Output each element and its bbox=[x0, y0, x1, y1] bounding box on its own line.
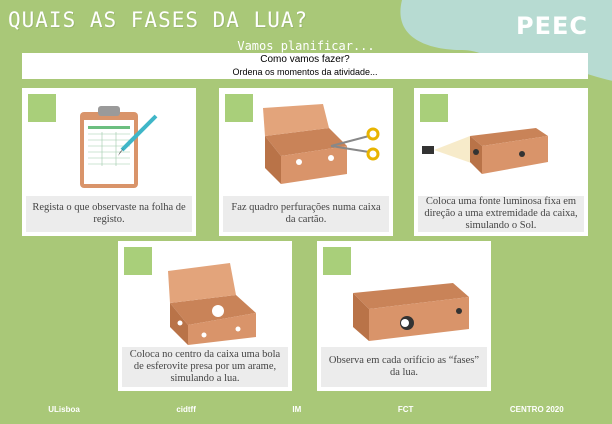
activity-caption: Observa em cada orifício as “fases” da l… bbox=[321, 347, 487, 387]
centro2020-logo: CENTRO 2020 bbox=[509, 404, 564, 414]
footer-logos: ULisboa cidtff IM FCT CENTRO 2020 bbox=[0, 394, 612, 424]
info-question: Como vamos fazer? bbox=[260, 54, 350, 65]
im-logo: IM bbox=[292, 404, 302, 414]
page-title: QUAIS AS FASES DA LUA? bbox=[8, 8, 309, 32]
activity-caption: Coloca uma fonte luminosa fixa em direçã… bbox=[418, 196, 584, 232]
activity-card-4[interactable]: Coloca no centro da caixa uma bola de es… bbox=[118, 241, 292, 391]
activity-card-3[interactable]: Coloca uma fonte luminosa fixa em direçã… bbox=[414, 88, 588, 236]
ulisboa-logo: ULisboa bbox=[48, 404, 80, 414]
order-slot[interactable] bbox=[420, 94, 448, 122]
fct-logo: FCT bbox=[397, 404, 414, 414]
info-box: Como vamos fazer? Ordena os momentos da … bbox=[22, 53, 588, 79]
box-scissors-icon bbox=[263, 104, 380, 184]
subtitle: Vamos planificar... bbox=[237, 39, 375, 53]
closed-box-icon bbox=[353, 283, 469, 341]
box-ball-icon bbox=[168, 263, 256, 345]
cidtff-logo: cidtff bbox=[176, 404, 196, 414]
order-slot[interactable] bbox=[124, 247, 152, 275]
activity-caption: Regista o que observaste na folha de reg… bbox=[26, 196, 192, 232]
activity-caption: Coloca no centro da caixa uma bola de es… bbox=[122, 347, 288, 387]
activity-card-1[interactable]: Regista o que observaste na folha de reg… bbox=[22, 88, 196, 236]
scissors-icon bbox=[330, 127, 380, 161]
flashlight-box-icon bbox=[422, 128, 548, 174]
order-slot[interactable] bbox=[28, 94, 56, 122]
peec-logo: PEEC bbox=[516, 12, 588, 40]
info-hint: Ordena os momentos da atividade... bbox=[232, 67, 378, 77]
order-slot[interactable] bbox=[323, 247, 351, 275]
activity-caption: Faz quadro perfurações numa caixa da car… bbox=[223, 196, 389, 232]
order-slot[interactable] bbox=[225, 94, 253, 122]
activity-card-5[interactable]: Observa em cada orifício as “fases” da l… bbox=[317, 241, 491, 391]
clipboard-icon bbox=[80, 106, 158, 188]
activity-card-2[interactable]: Faz quadro perfurações numa caixa da car… bbox=[219, 88, 393, 236]
